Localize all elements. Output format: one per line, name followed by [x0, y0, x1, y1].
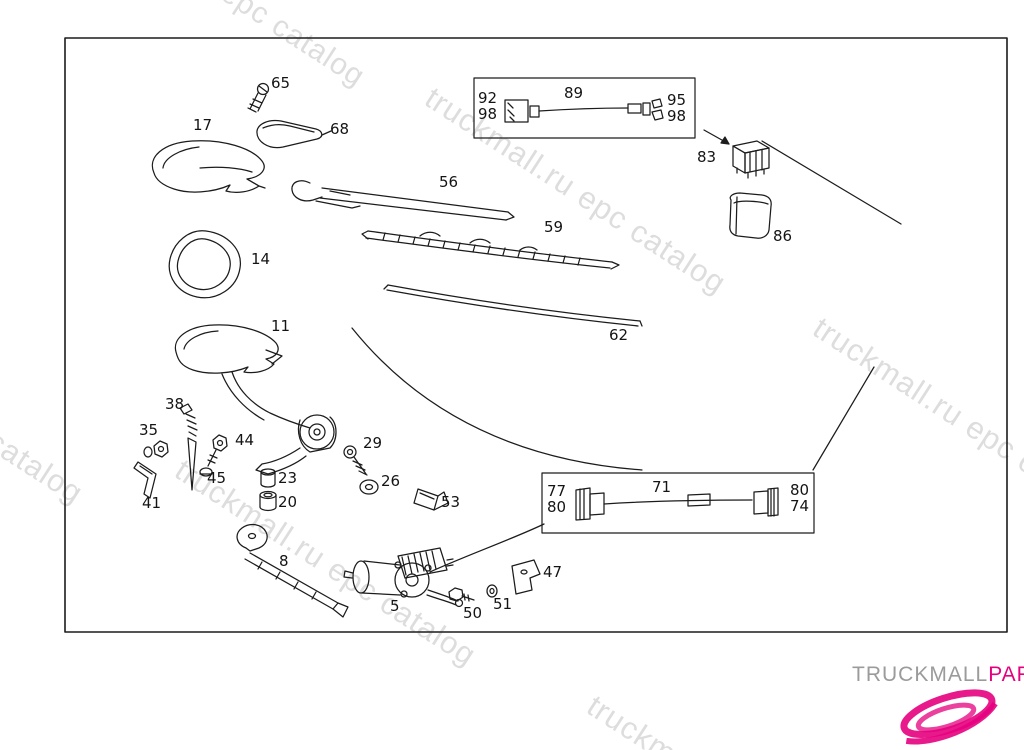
part-label-98: 98: [478, 105, 498, 123]
part-label-83: 83: [697, 148, 717, 166]
logo-parts: PARTS: [988, 663, 1024, 686]
part-label-8: 8: [279, 552, 289, 570]
logo-truckmall: TRUCKMALL: [852, 663, 989, 686]
part-20-cap: [259, 490, 277, 512]
part-41-clip: [133, 461, 157, 499]
part-53-clip: [413, 488, 449, 511]
part-11-pivot-assembly: [174, 324, 337, 475]
part-17-cover: [151, 140, 266, 193]
part-label-95: 95: [667, 91, 687, 109]
diagram-frame: [64, 37, 1008, 633]
part-38-screw: [179, 403, 198, 437]
part-label-38: 38: [165, 395, 185, 413]
part-label-29: 29: [363, 434, 383, 452]
inset-bottom-cable-assembly: [575, 487, 779, 521]
part-44-bolt: [207, 434, 228, 467]
part-label-41: 41: [142, 494, 162, 512]
part-14-seal: [168, 230, 241, 299]
part-56-wiper-arm: [291, 180, 515, 221]
part-26-washer: [359, 479, 379, 495]
part-label-92: 92: [478, 89, 498, 107]
part-label-65: 65: [271, 74, 291, 92]
inset-box-top: [473, 77, 696, 139]
part-59-wiper-blade: [361, 230, 620, 270]
part-45-washer: [199, 467, 213, 477]
part-label-23: 23: [278, 469, 298, 487]
part-label-20: 20: [278, 493, 298, 511]
part-83-relay: [732, 140, 770, 179]
part-label-35: 35: [139, 421, 159, 439]
part-label-74: 74: [790, 497, 810, 515]
part-45-wedge: [187, 437, 197, 491]
part-label-51: 51: [493, 595, 513, 613]
part-label-71: 71: [652, 478, 672, 496]
part-label-5: 5: [390, 597, 400, 615]
part-label-26: 26: [381, 472, 401, 490]
part-label-89: 89: [564, 84, 584, 102]
part-label-44: 44: [235, 431, 255, 449]
logo: TRUCKMALLPARTS: [852, 663, 1024, 687]
part-label-86: 86: [773, 227, 793, 245]
part-label-17: 17: [193, 116, 213, 134]
part-5-wiper-motor: [343, 547, 464, 608]
part-label-14: 14: [251, 250, 271, 268]
part-label-77: 77: [547, 482, 567, 500]
part-label-56: 56: [439, 173, 459, 191]
part-50-bolt: [448, 587, 475, 602]
part-86-cap: [729, 192, 772, 239]
part-label-68: 68: [330, 120, 350, 138]
part-label-62: 62: [609, 326, 629, 344]
part-47-bracket: [511, 559, 541, 595]
inset-top-cable-assembly: [504, 98, 664, 123]
part-label-45: 45: [207, 469, 227, 487]
part-62-blade-insert: [383, 284, 643, 327]
part-label-80: 80: [790, 481, 810, 499]
part-label-80: 80: [547, 498, 567, 516]
part-29-bolt: [343, 445, 368, 476]
logo-swoosh-icon: [900, 689, 998, 745]
part-label-59: 59: [544, 218, 564, 236]
part-label-50: 50: [463, 604, 483, 622]
part-label-98: 98: [667, 107, 687, 125]
part-51-washer: [486, 584, 498, 598]
part-label-53: 53: [441, 493, 461, 511]
part-23-bushing: [260, 468, 276, 488]
part-label-47: 47: [543, 563, 563, 581]
part-8-bracket: [236, 523, 349, 618]
part-68-cap: [256, 119, 332, 149]
inset-box-bottom: [541, 472, 815, 534]
part-label-11: 11: [271, 317, 291, 335]
part-35-nut: [143, 440, 169, 458]
part-65-screw: [247, 82, 270, 113]
leader-lines: [351, 129, 902, 573]
